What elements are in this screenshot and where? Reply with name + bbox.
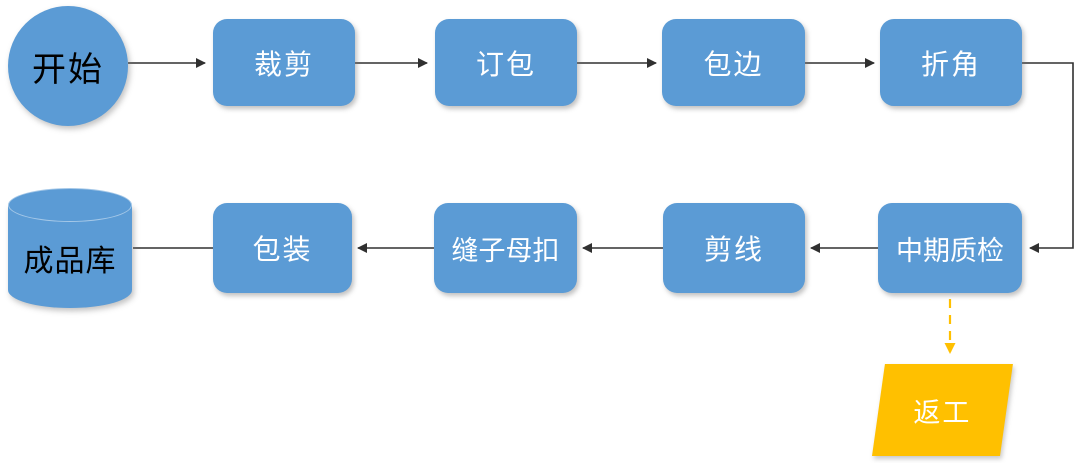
node-dingbao: 订包 xyxy=(435,19,577,106)
node-dingbao-label: 订包 xyxy=(475,48,536,80)
cylinder-top-ellipse xyxy=(8,188,132,222)
node-fengkou: 缝子母扣 xyxy=(434,203,577,293)
connector-zhejiao-zhijian xyxy=(1022,62,1074,253)
node-baozhuang: 包装 xyxy=(213,203,352,293)
node-zhijian-label: 中期质检 xyxy=(896,235,1004,266)
node-fengkou-label: 缝子母扣 xyxy=(451,235,560,266)
node-jianxian-label: 剪线 xyxy=(703,234,764,265)
cylinder-body xyxy=(8,205,132,308)
node-caijian: 裁剪 xyxy=(213,19,355,106)
node-zhejiao-label: 折角 xyxy=(920,48,981,80)
node-rework: 返工 xyxy=(872,364,1013,456)
node-baobian: 包边 xyxy=(662,19,805,106)
node-caijian-label: 裁剪 xyxy=(253,48,314,80)
node-baozhuang-label: 包装 xyxy=(252,234,313,265)
node-zhijian: 中期质检 xyxy=(878,203,1022,293)
node-start: 开始 xyxy=(8,6,128,126)
node-start-label: 开始 xyxy=(32,50,104,89)
node-jianxian: 剪线 xyxy=(663,203,805,293)
node-zhejiao: 折角 xyxy=(880,19,1022,106)
node-warehouse: 成品库 xyxy=(8,188,132,308)
node-baobian-label: 包边 xyxy=(703,48,764,80)
node-rework-label: 返工 xyxy=(913,397,972,428)
